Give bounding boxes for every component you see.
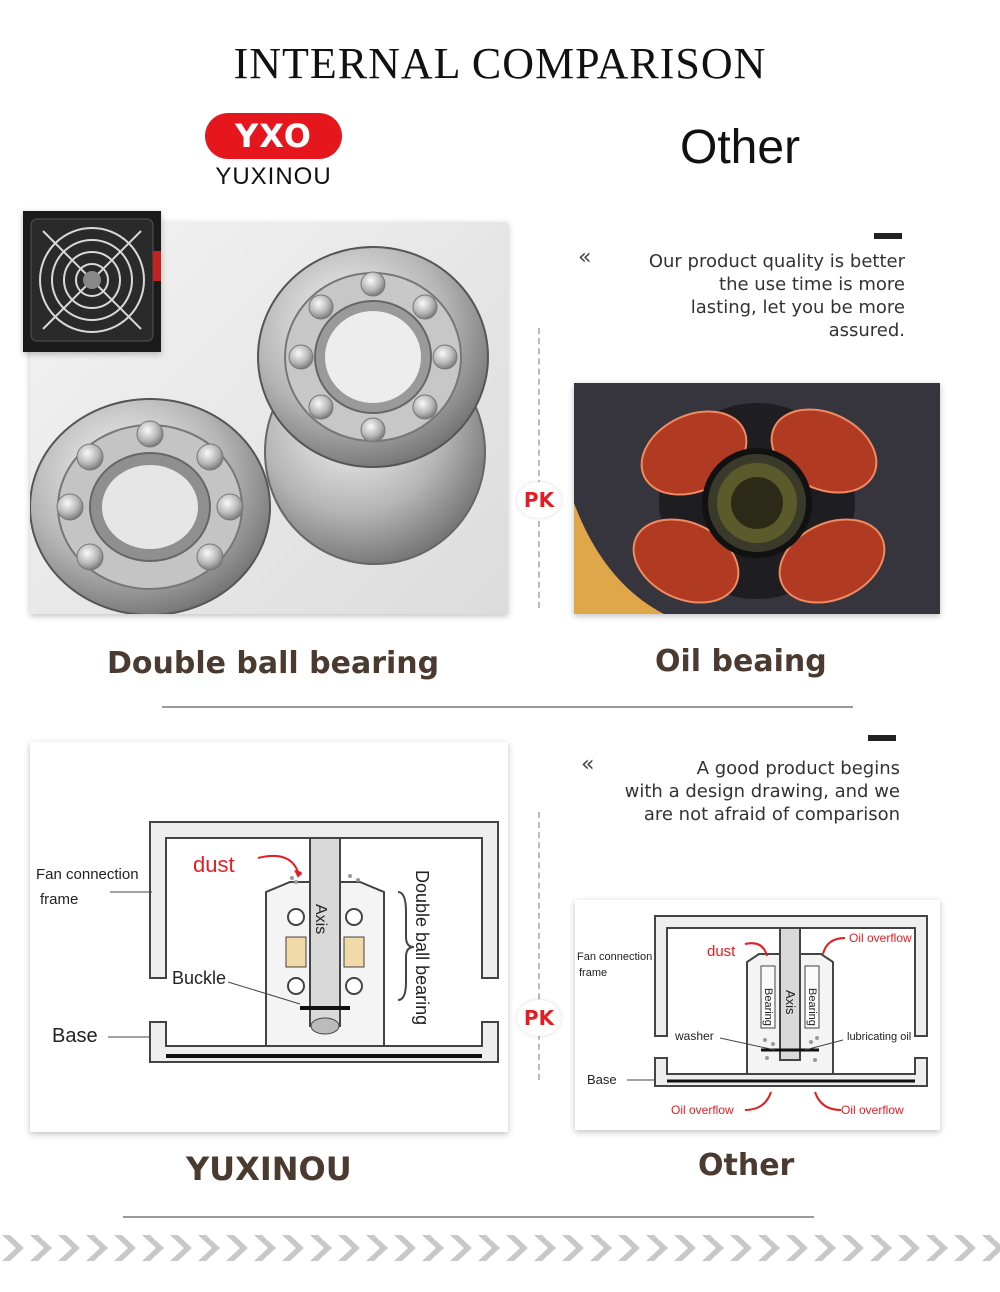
bearing-label: Bearing	[762, 988, 774, 1026]
ball-bearing-illustration	[30, 246, 489, 614]
brand-logo: YXO	[205, 113, 342, 159]
double-ball-bearing-label: Double ball bearing	[412, 870, 432, 1025]
section-divider	[162, 706, 853, 708]
fan-frame-label-2: frame	[579, 967, 607, 979]
double-ball-bearing-diagram: Fan connection frame dust Axis Double ba…	[36, 821, 499, 1063]
quote-line: with a design drawing, and we	[624, 781, 900, 802]
oil-overflow-label: Oil overflow	[671, 1103, 734, 1117]
quote-line: are not afraid of comparison	[643, 804, 900, 825]
quote-line: Our product quality is better	[648, 251, 905, 272]
lubricating-oil-label: lubricating oil	[847, 1031, 911, 1043]
left-caption: YUXINOU	[186, 1150, 352, 1188]
pk-badge: PK	[517, 1000, 561, 1036]
oil-overflow-label: Oil overflow	[841, 1103, 904, 1117]
fan-frame-label: Fan connection	[577, 951, 652, 963]
axis-label: Axis	[312, 904, 329, 934]
brand-name: YUXINOU	[215, 163, 332, 190]
quote-line: assured.	[828, 320, 905, 341]
buckle-label: Buckle	[172, 968, 226, 988]
fan-frame-label-2: frame	[40, 891, 78, 908]
fan-grill-illustration	[23, 211, 161, 352]
competitor-label: Other	[680, 121, 801, 174]
quote-line: lasting, let you be more	[690, 297, 905, 318]
ball-bearing-photo	[30, 222, 508, 614]
other-diagram: Fan connection frame dust Oil overflow B…	[575, 900, 940, 1130]
quote-marker	[874, 233, 902, 239]
oil-overflow-label: Oil overflow	[849, 931, 912, 945]
dust-label: dust	[707, 943, 736, 960]
axis-label: Axis	[783, 990, 798, 1015]
dust-label: dust	[193, 852, 235, 877]
divider-vertical	[538, 812, 540, 1080]
design-quote: A good product begins with a design draw…	[590, 757, 900, 826]
oil-bearing-diagram: Fan connection frame dust Oil overflow B…	[577, 915, 928, 1117]
quote-line: the use time is more	[719, 274, 905, 295]
oil-bearing-photo	[574, 383, 940, 614]
bearing-label: Bearing	[806, 988, 818, 1026]
base-label: Base	[587, 1072, 617, 1087]
base-label: Base	[52, 1025, 98, 1047]
fan-inset-photo	[23, 211, 161, 352]
chevron-strip-decoration	[0, 1233, 1000, 1263]
logo-mark: YXO	[235, 117, 312, 155]
right-caption: Other	[698, 1148, 795, 1183]
right-caption: Oil beaing	[655, 644, 827, 679]
yuxinou-diagram: Fan connection frame dust Axis Double ba…	[30, 742, 508, 1132]
double-chevron-left-icon: «	[581, 752, 595, 777]
motor-coil-illustration	[574, 383, 940, 614]
quality-quote: Our product quality is better the use ti…	[600, 250, 905, 342]
washer-label: washer	[674, 1029, 714, 1043]
double-chevron-left-icon: «	[578, 245, 592, 270]
divider-vertical	[538, 328, 540, 608]
left-caption: Double ball bearing	[107, 646, 440, 681]
fan-frame-label: Fan connection	[36, 866, 139, 883]
quote-marker	[868, 735, 896, 741]
section-divider	[123, 1216, 814, 1218]
quote-line: A good product begins	[696, 758, 900, 779]
pk-badge: PK	[517, 482, 561, 518]
page-title: INTERNAL COMPARISON	[233, 39, 767, 88]
